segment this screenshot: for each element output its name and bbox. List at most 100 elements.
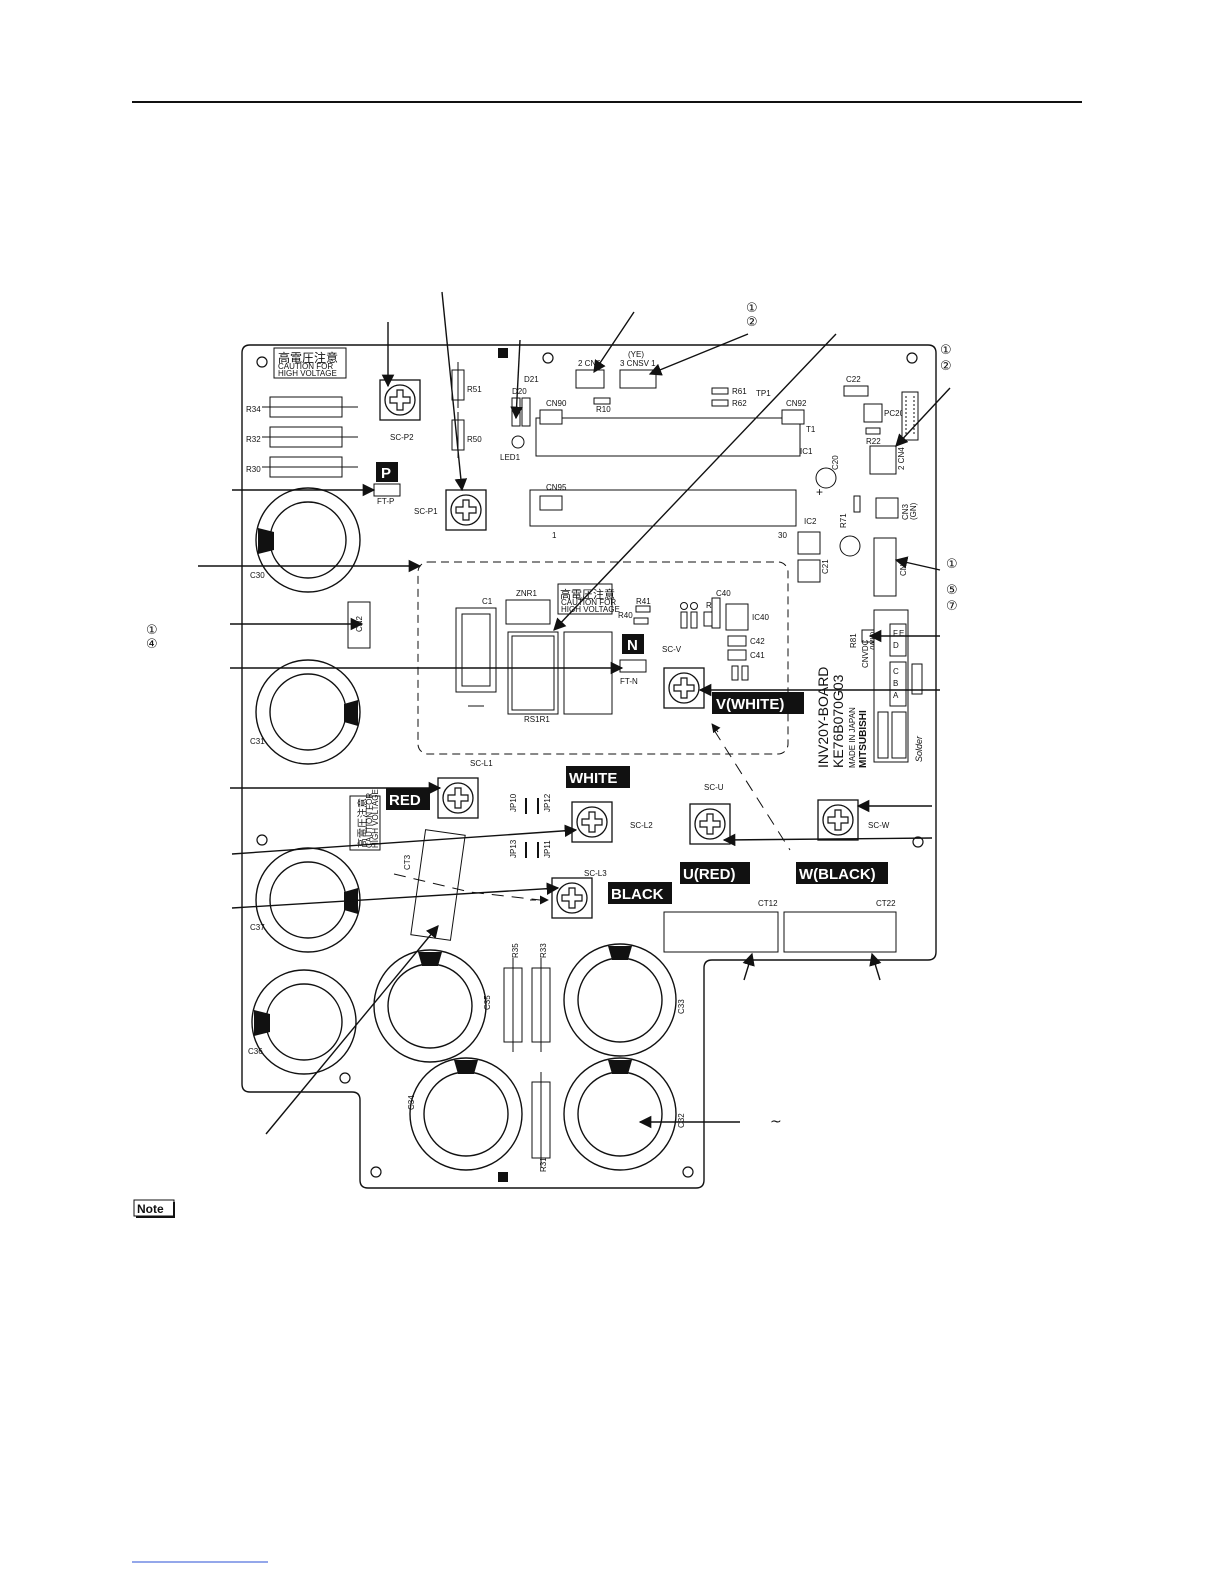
c20-polarity: +: [816, 485, 823, 499]
n-tag: [622, 634, 644, 654]
r22-resistor: [865, 427, 881, 435]
ic40-label: IC40: [752, 613, 769, 622]
sc-u-label: SC-U: [704, 783, 724, 792]
r40-resistor: [633, 617, 649, 625]
c36-label: C36: [248, 1047, 263, 1056]
black-tag: [608, 882, 672, 904]
znr1-label: ZNR1: [516, 589, 537, 598]
c20-label: C20: [831, 455, 840, 470]
sc-v-label: SC-V: [662, 645, 682, 654]
svg-text:INV20Y-BOARD: INV20Y-BOARD: [815, 667, 831, 768]
svg-text:MITSUBISHI: MITSUBISHI: [858, 710, 869, 768]
cn92-label: CN92: [786, 399, 807, 408]
cnsv-connector: [619, 369, 657, 389]
svg-text:MADE IN JAPAN: MADE IN JAPAN: [848, 707, 857, 768]
cn90-connector: [539, 409, 563, 425]
c21-capacitor: [839, 535, 861, 557]
capacitor-c34: [409, 1057, 523, 1171]
hv-zone-outline: [417, 561, 789, 755]
black-tag-text: BLACK: [611, 886, 664, 903]
w-black-text: W(BLACK): [799, 866, 876, 883]
r43-resistor: [731, 665, 739, 681]
cn90-label: CN90: [546, 399, 567, 408]
sc-l1-label: SC-L1: [470, 759, 493, 768]
d20-label: D20: [512, 387, 527, 396]
v-white-tag: [712, 692, 804, 714]
callout-leaders: [198, 291, 951, 1135]
ft-p-terminal: [373, 483, 401, 497]
p-tag-text: P: [381, 465, 391, 482]
r22-label: R22: [866, 437, 881, 446]
board-notch-bottom: [498, 1172, 508, 1182]
rs1-label: RS1R1: [524, 715, 550, 724]
svg-text:高電圧注意: 高電圧注意: [356, 798, 369, 848]
ct12-sensor: [663, 911, 779, 953]
sc-p2-label: SC-P2: [390, 433, 414, 442]
cnsv-label: 3 CNSV 1: [620, 359, 656, 368]
jumpers: [525, 798, 539, 858]
sc-l2-label: SC-L2: [630, 821, 653, 830]
diode-pair: [680, 602, 698, 629]
white-tag-text: WHITE: [569, 770, 617, 787]
ct12-label: CT12: [758, 899, 778, 908]
jp11-label: JP11: [543, 840, 552, 858]
c22-label: C22: [846, 375, 861, 384]
transformer-t1: [535, 417, 801, 457]
board-notch-top: [498, 348, 508, 358]
sc-l1-terminal: [437, 777, 479, 819]
switch-letters: F E D C B A: [893, 629, 904, 700]
r44-resistor: [741, 665, 749, 681]
jp12-label: JP12: [543, 793, 552, 812]
sc-p1-label: SC-P1: [414, 507, 438, 516]
note-badge: Note: [133, 1199, 175, 1218]
caution-label-top: 高電圧注意 CAUTION FOR HIGH VOLTAGE: [273, 347, 347, 379]
c31-label: C31: [250, 737, 265, 746]
capacitor-c32: [563, 1057, 677, 1171]
svg-text:CAUTION FOR: CAUTION FOR: [561, 598, 616, 607]
svg-text:C: C: [893, 667, 899, 676]
znr1-varistor: [505, 599, 551, 625]
cn4-connector: [869, 445, 897, 475]
c22-capacitor: [843, 385, 869, 397]
routing-dashes: [393, 729, 791, 901]
r32-label: R32: [246, 435, 261, 444]
small-part-right: [911, 663, 923, 695]
r31-label: R31: [539, 1157, 548, 1172]
c35-label: C35: [483, 995, 492, 1010]
svg-text:HIGH VOLTAGE: HIGH VOLTAGE: [278, 369, 337, 378]
c1-capacitor: [455, 607, 497, 693]
cap-square-1: [797, 531, 821, 555]
cn3-color-label: (GN): [909, 502, 918, 520]
r42-resistor: [703, 611, 713, 627]
ic2-pin1: 1: [552, 531, 557, 540]
cn3-connector: [875, 497, 899, 519]
capacitor-c30: [255, 487, 361, 593]
cn95-connector: [539, 495, 563, 511]
c40-label: C40: [716, 589, 731, 598]
ft-n-label: FT-N: [620, 677, 638, 686]
tp1-label: TP1: [756, 389, 771, 398]
svg-text:HIGH VOLTAGE: HIGH VOLTAGE: [371, 789, 380, 848]
resistors-bottom: [503, 958, 551, 1168]
r50-label: R50: [467, 435, 482, 444]
led1: [511, 435, 525, 449]
r61-label: R61: [732, 387, 747, 396]
sc-p1-terminal: [445, 489, 487, 531]
capacitor-c35: [373, 949, 487, 1063]
c1-label: C1: [482, 597, 493, 606]
v-white-text: V(WHITE): [716, 696, 784, 713]
ic2-module: [529, 489, 797, 527]
ct22-sensor: [783, 911, 897, 953]
c34-label: C34: [407, 1095, 416, 1110]
ct3-label: CT3: [403, 854, 412, 870]
r34-label: R34: [246, 405, 261, 414]
cn3-label: CN3: [901, 503, 910, 520]
svg-text:⑦: ⑦: [946, 599, 958, 614]
r40-label: R40: [618, 611, 633, 620]
sc-w-label: SC-W: [868, 821, 890, 830]
capacitor-c36: [251, 969, 357, 1075]
svg-text:D: D: [893, 641, 899, 650]
c37-label: C37: [250, 923, 265, 932]
t1-label: T1: [806, 425, 816, 434]
sc-l3-label: SC-L3: [584, 869, 607, 878]
